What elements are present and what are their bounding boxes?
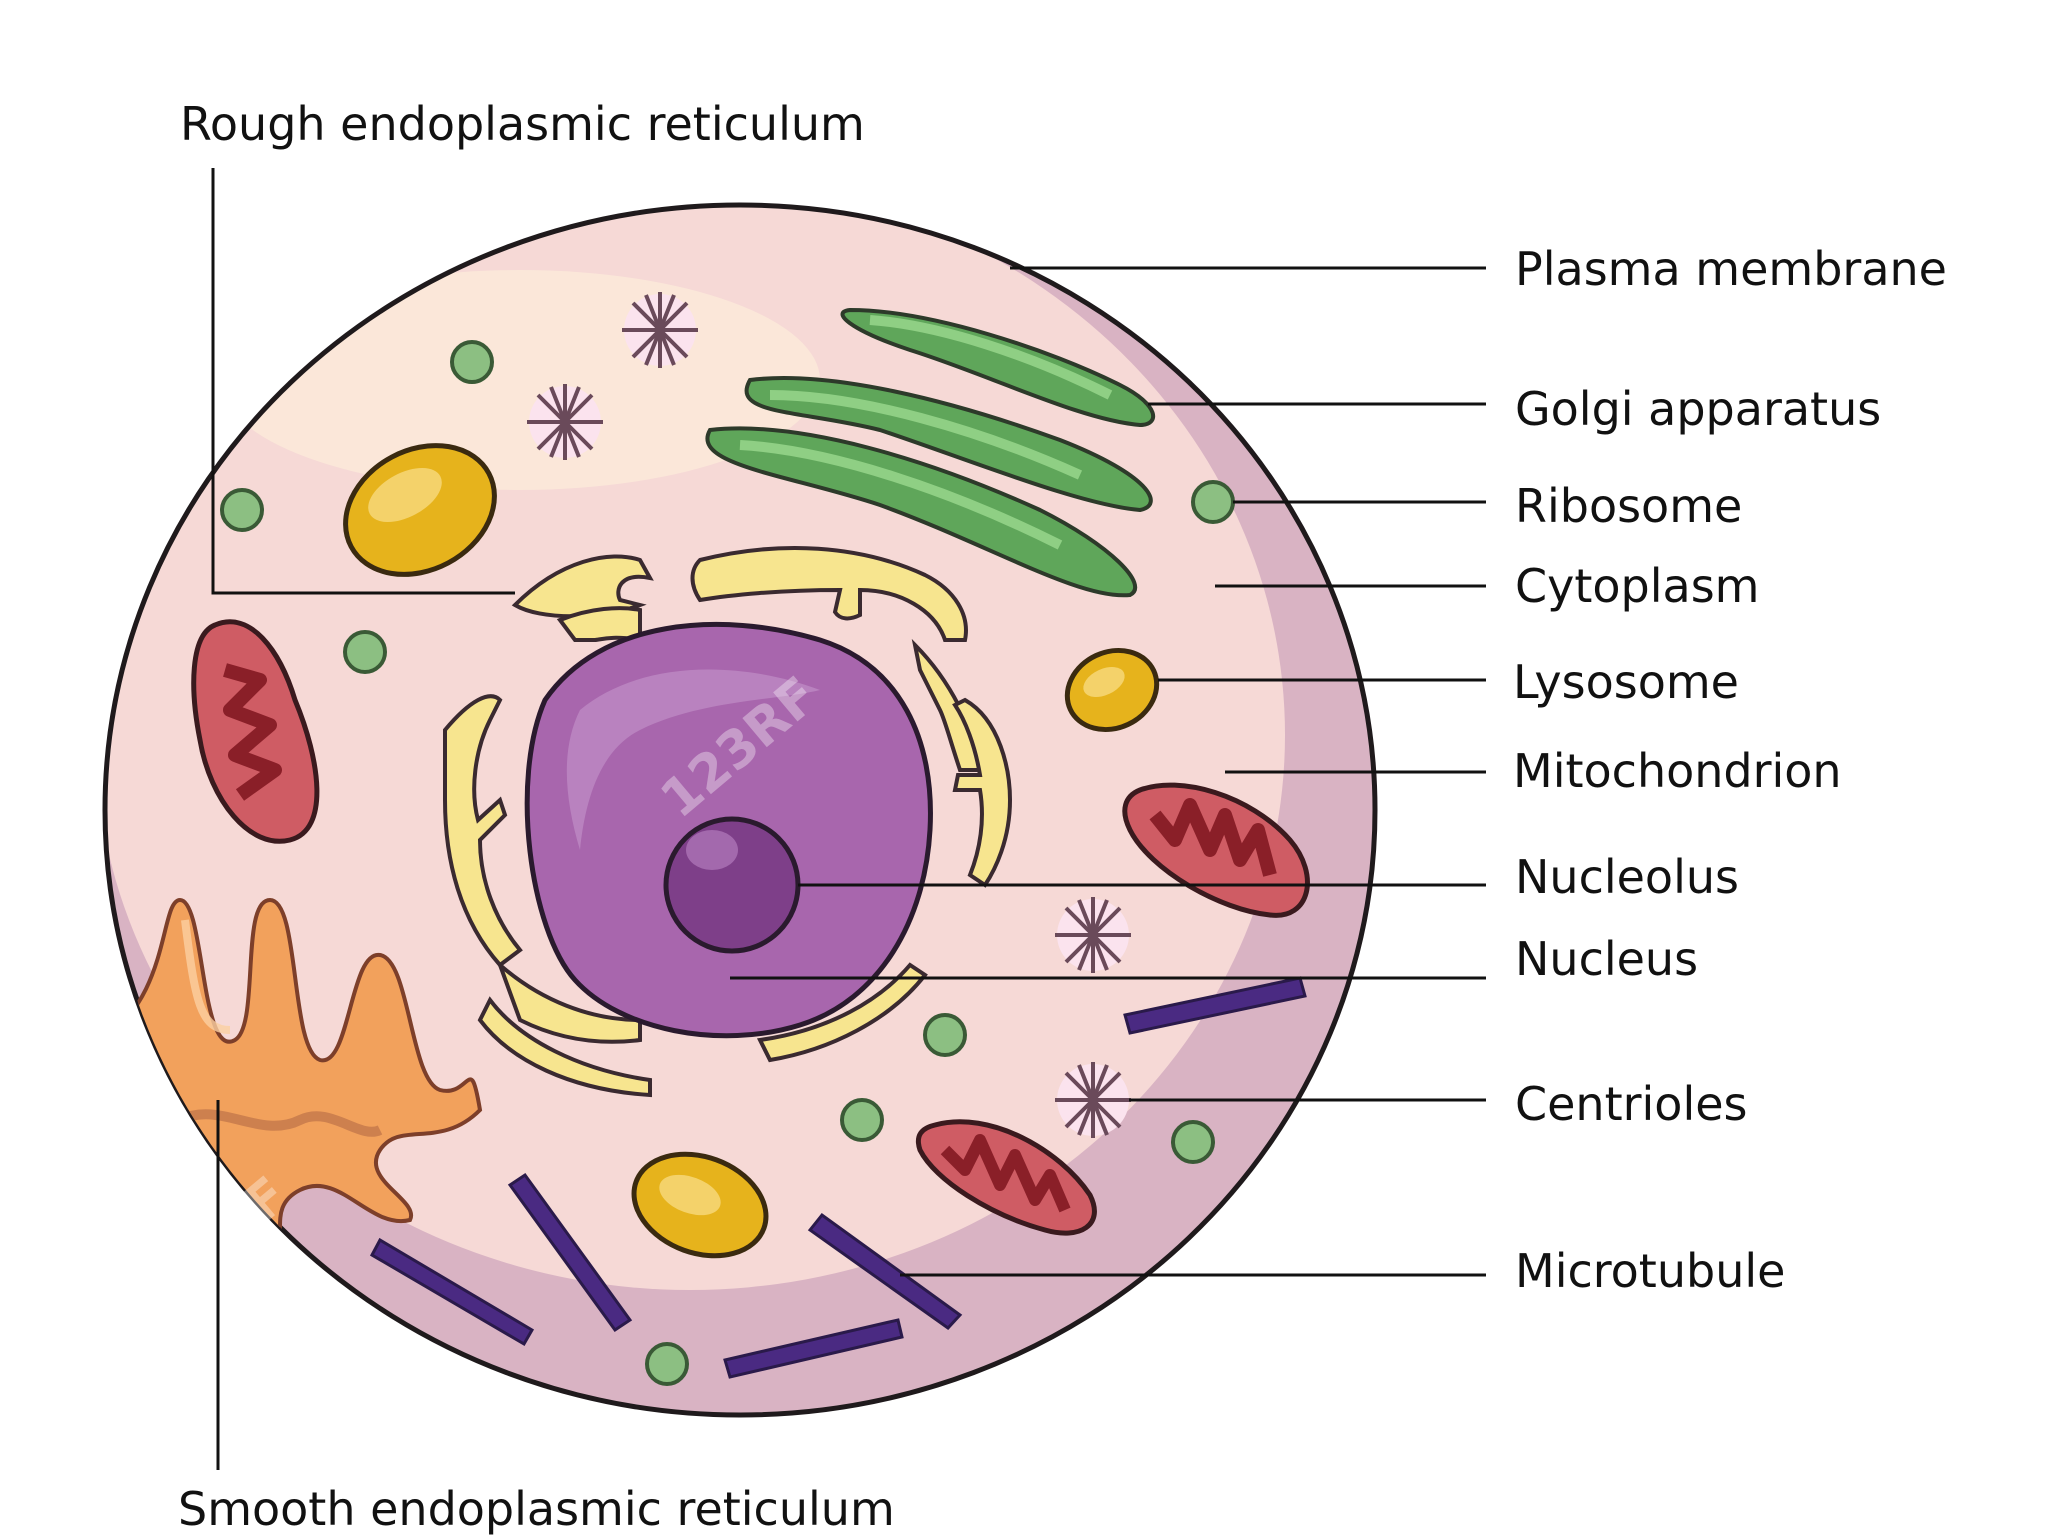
label-rough-er: Rough endoplasmic reticulum xyxy=(180,97,865,151)
label-nucleus: Nucleus xyxy=(1515,932,1698,986)
svg-text:123RF: 123RF xyxy=(120,166,300,330)
label-centrioles: Centrioles xyxy=(1515,1077,1748,1131)
golgi-apparatus xyxy=(705,307,1156,598)
label-lysosome: Lysosome xyxy=(1513,655,1739,709)
mitochondrion-bottom xyxy=(915,1119,1097,1236)
leader-rough-er xyxy=(211,168,515,595)
label-microtubule: Microtubule xyxy=(1515,1244,1785,1298)
label-golgi: Golgi apparatus xyxy=(1515,382,1881,436)
label-plasma-membrane: Plasma membrane xyxy=(1515,242,1947,296)
plasma-membrane-outline xyxy=(102,202,1378,1418)
microtubules xyxy=(369,976,1307,1379)
labels: Rough endoplasmic reticulum Smooth endop… xyxy=(178,97,1947,1536)
centrioles xyxy=(527,292,1131,1138)
lysosome-large xyxy=(343,443,497,577)
label-smooth-er: Smooth endoplasmic reticulum xyxy=(178,1482,895,1536)
mitochondrion-left xyxy=(191,619,320,844)
leader-lines xyxy=(211,168,1486,1470)
svg-text:123RF: 123RF xyxy=(1160,166,1340,330)
lysosome xyxy=(1064,647,1160,733)
nucleolus xyxy=(663,816,801,954)
mitochondrion-right xyxy=(1122,782,1310,918)
ribosomes xyxy=(220,340,1235,1386)
svg-text:123RF: 123RF xyxy=(120,1166,300,1330)
label-ribosome: Ribosome xyxy=(1515,479,1742,533)
lysosome-bottom xyxy=(631,1151,769,1259)
label-nucleolus: Nucleolus xyxy=(1515,850,1739,904)
rough-er xyxy=(443,546,1013,1098)
label-cytoplasm: Cytoplasm xyxy=(1515,559,1759,613)
label-mitochondrion: Mitochondrion xyxy=(1513,744,1842,798)
